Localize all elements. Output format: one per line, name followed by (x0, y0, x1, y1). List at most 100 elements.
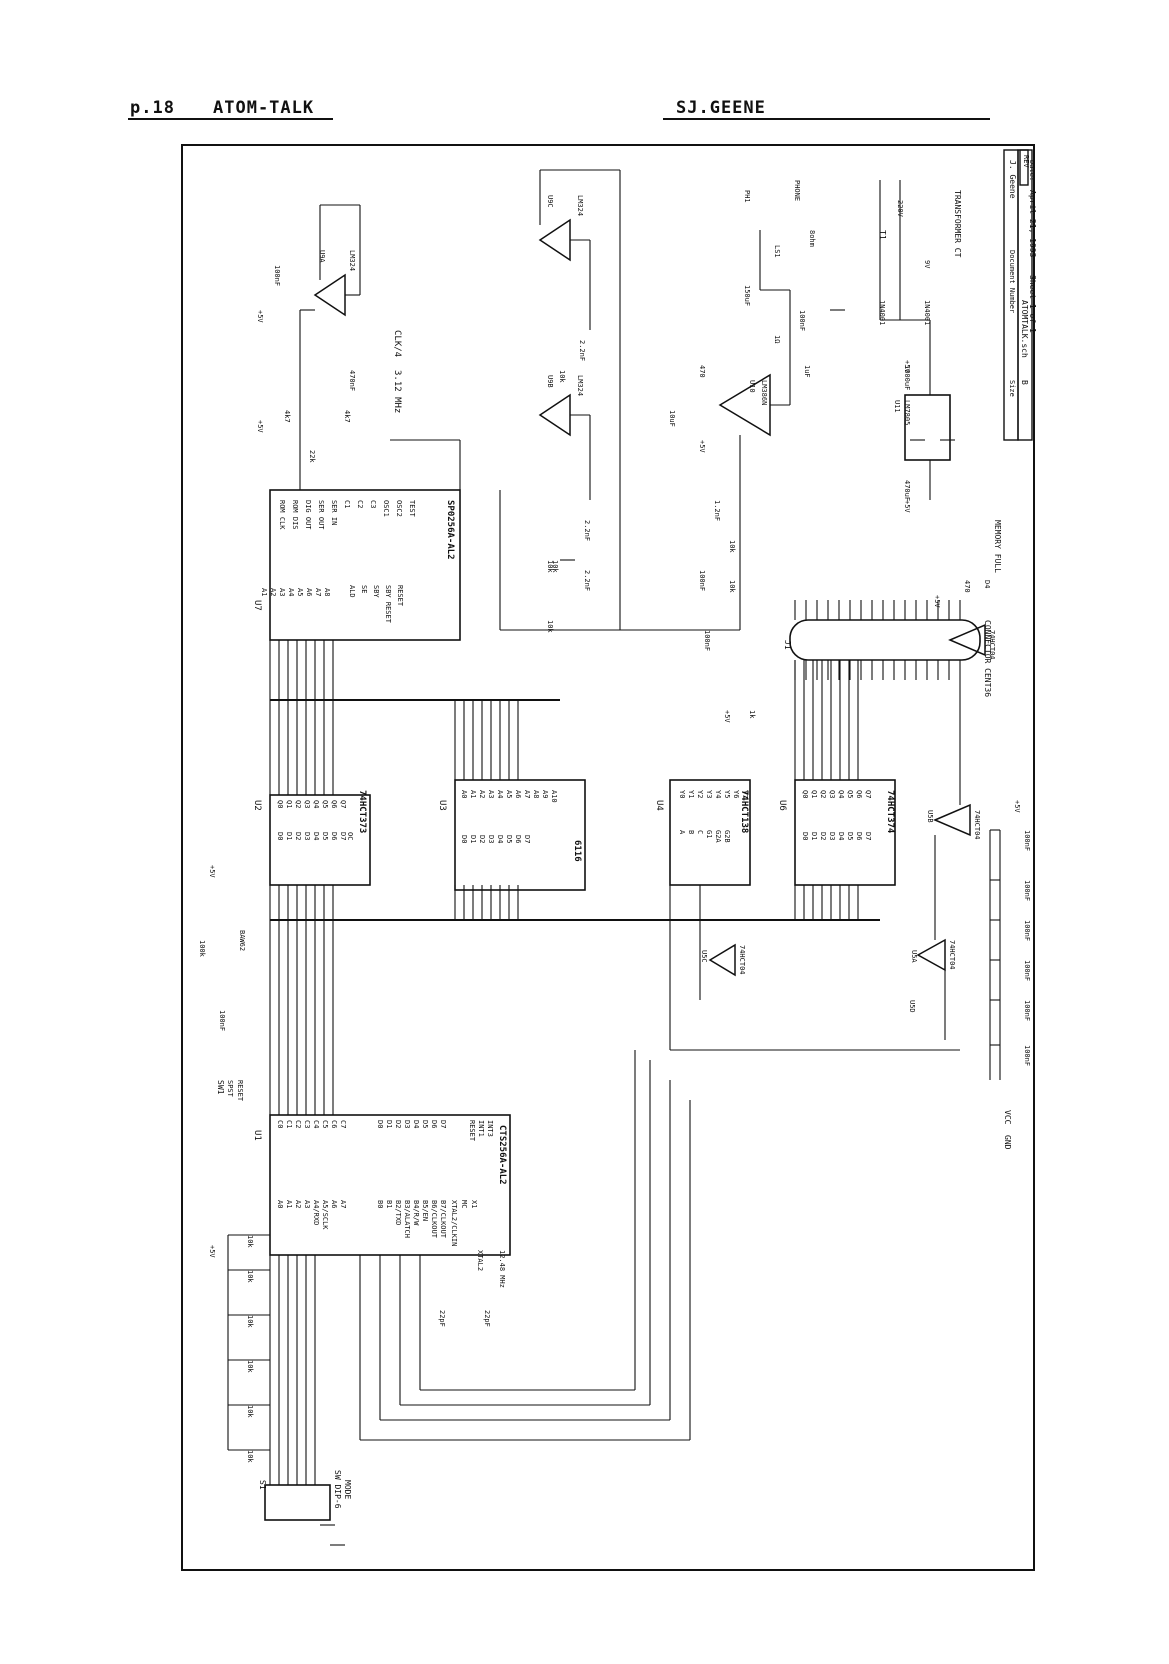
c25-value: 1.2nF (713, 500, 721, 521)
u3-box (454, 779, 586, 891)
sheet-border (181, 144, 1035, 1571)
u4-pin: Y6 (732, 790, 740, 798)
u1-pin: B2/TXD (394, 1200, 402, 1225)
u1-pin: B3/ALATCH (403, 1200, 411, 1238)
page-number: p.18 (130, 98, 175, 118)
u1-pin: A3 (303, 1200, 311, 1208)
plus5v-label: +5V (723, 710, 731, 723)
r2-value: 10k (246, 1405, 254, 1418)
j1-box (789, 619, 981, 661)
u1-pin: A7 (339, 1200, 347, 1208)
u4-pin: Y1 (687, 790, 695, 798)
u5b-type: 74HCT04 (973, 810, 981, 840)
c11-value: 150uF (743, 285, 751, 306)
u5d-type: 74HCT04 (988, 630, 996, 660)
u7-ctrl-pin: RESET (396, 585, 404, 607)
u5-gate-ref: U5B (926, 810, 934, 823)
c5-value: 2.2nF (578, 340, 586, 361)
wires-group (227, 169, 1001, 1546)
u6-pin: D6 (855, 832, 863, 840)
u2-pin: Q6 (330, 800, 338, 808)
u1-pin: INT3 (486, 1120, 494, 1137)
u1-pin: D5 (421, 1120, 429, 1128)
u5-gate-ref: U5A (910, 950, 918, 963)
u7-ctrl-pin: ALD (348, 585, 356, 598)
u7-ctrl-pin: SBY (372, 585, 380, 598)
s1-type: SW DIP-6 (333, 1470, 342, 1509)
r19-value: 1Ω (773, 335, 781, 343)
u6-pin: Q6 (855, 790, 863, 798)
d2-value: 1N4001 (923, 300, 931, 325)
c16-value: 1000uF (903, 365, 911, 390)
u3-pin: A6 (514, 790, 522, 798)
c18-value: 100nF (1023, 1000, 1031, 1021)
u10-type: LM386N (760, 380, 768, 405)
u7-pin: A3 (278, 588, 286, 596)
c6-value: 2.2nF (583, 570, 591, 591)
u2-pin: D6 (330, 832, 338, 840)
d1-value: 1N4001 (878, 300, 886, 325)
u7-pin: C3 (369, 500, 377, 508)
size-label: Size (1008, 380, 1016, 397)
u1-pin: A0 (276, 1200, 284, 1208)
r21-value: 470 (963, 580, 971, 593)
docnum-label: Document Number (1008, 250, 1016, 313)
u9a-ref: U9A (318, 250, 326, 263)
date-value: April 21, 1993 (1028, 190, 1037, 258)
phone-ref: PH1 (743, 190, 751, 203)
u3-pin: D2 (478, 835, 486, 843)
u1-box (269, 1114, 511, 1256)
u2-ref: U2 (252, 800, 262, 811)
u7-pin: C2 (356, 500, 364, 508)
u1-pin: D4 (412, 1120, 420, 1128)
u6-pin: Q5 (846, 790, 854, 798)
r14-value: 10k (546, 620, 554, 633)
u2-oc: OC (346, 832, 354, 840)
u6-pin: Q1 (810, 790, 818, 798)
u6-pin: Q7 (864, 790, 872, 798)
u7-pin: DIG OUT (304, 500, 312, 530)
u2-pin: Q5 (321, 800, 329, 808)
c2-value: 22pF (483, 1310, 491, 1327)
u7-ctrl-pin: SBY RESET (384, 585, 392, 624)
u5d-inverter (948, 623, 986, 657)
c12-value: 10uF (668, 410, 676, 427)
designer-label: J. Geene (1008, 160, 1017, 199)
u2-pin: Q3 (303, 800, 311, 808)
c20-value: 100nF (1023, 920, 1031, 941)
c21-value: 100nF (1023, 880, 1031, 901)
u2-pin: D5 (321, 832, 329, 840)
u7-pin: SER OUT (317, 500, 325, 530)
u1-pin: B6/CLKOUT (430, 1200, 438, 1239)
r1-value: 10k (246, 1450, 254, 1463)
u1-pin: XTAL2/CLKIN (450, 1200, 458, 1246)
r22-value: 22k (308, 450, 316, 463)
u7-ref: U7 (252, 600, 262, 611)
u3-pin: A8 (532, 790, 540, 798)
u9b-type: LM324 (576, 375, 584, 396)
u2-pin: D7 (339, 832, 347, 840)
u2-pin: Q4 (312, 800, 320, 808)
s1-ref: S1 (258, 1480, 267, 1490)
c17-value: 100nF (1023, 1045, 1031, 1066)
sw1-label: RESET (236, 1080, 244, 1102)
c10-value: 100nF (218, 1010, 226, 1031)
plus5v-label: +5V (256, 310, 264, 323)
u1-pin: RESET (468, 1120, 476, 1142)
u4-pin: Y7 (741, 790, 749, 798)
u3-pin: A2 (478, 790, 486, 798)
u2-pin: D2 (294, 832, 302, 840)
c7-value: 2.2nF (583, 520, 591, 541)
r17-value: 10k (728, 540, 736, 553)
u6-pin: D1 (810, 832, 818, 840)
u1-pin: D3 (403, 1120, 411, 1128)
u7-pin: A2 (269, 588, 277, 596)
size-value: B (1020, 380, 1029, 385)
title-block (1003, 149, 1033, 441)
u3-pin: A3 (487, 790, 495, 798)
r16-value: 10k (551, 560, 559, 573)
u6-pin: Q4 (837, 790, 845, 798)
c24-value: 100nF (273, 265, 281, 286)
plus5v-label: +5V (256, 420, 264, 433)
u1-pin: C3 (303, 1120, 311, 1128)
